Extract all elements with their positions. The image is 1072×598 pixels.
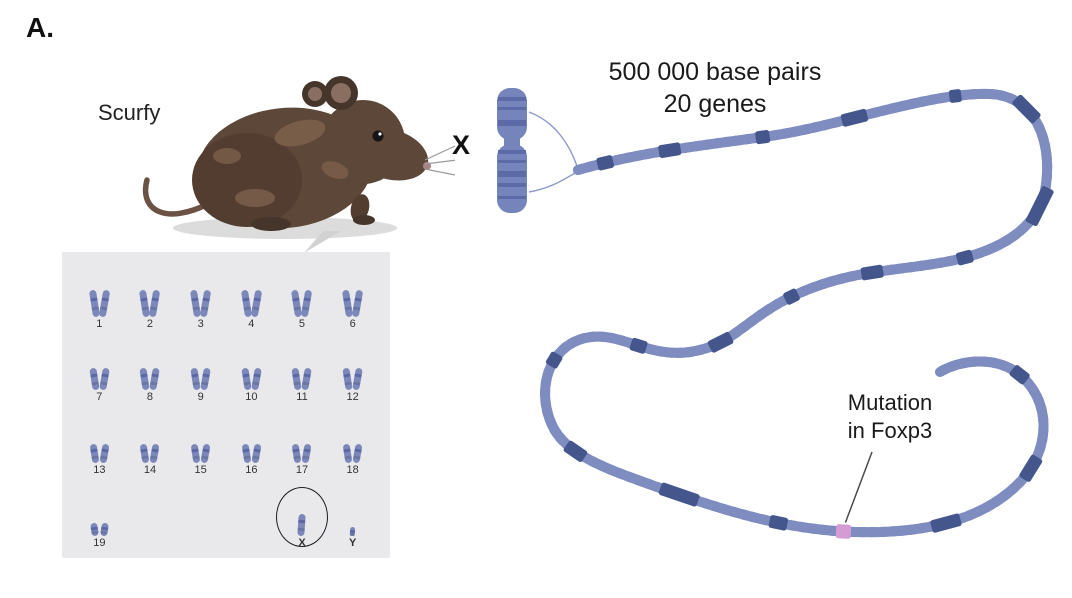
gene-box xyxy=(1025,186,1054,227)
gene-box xyxy=(563,440,588,462)
mouse-front-paw xyxy=(353,215,375,225)
karyotype-pair-12: 12 xyxy=(327,333,378,406)
gene-box xyxy=(707,331,734,353)
base-pairs-text: 500 000 base pairs xyxy=(608,58,822,86)
gene-box xyxy=(860,264,884,281)
chromosome-number: 12 xyxy=(346,391,359,403)
gene-box xyxy=(930,513,962,533)
karyotype-pair-19: 19 xyxy=(74,479,125,552)
gene-box xyxy=(1009,365,1030,385)
mouse-ear-back-inner xyxy=(308,87,322,101)
chromosome-number: 3 xyxy=(197,318,204,330)
gene-box xyxy=(658,482,700,507)
chromosome-number: 18 xyxy=(346,464,359,476)
chromosome-number: Y xyxy=(348,537,357,549)
mouse-rump xyxy=(192,133,302,227)
gene-box xyxy=(596,155,615,171)
karyotype-pair-3: 3 xyxy=(175,260,226,333)
karyotype-chromosome-x: X xyxy=(275,479,328,552)
gene-box xyxy=(629,337,648,354)
gene-box xyxy=(658,142,682,158)
fur-patch xyxy=(235,189,275,207)
mouse-tail xyxy=(142,177,213,217)
karyotype-pair-2: 2 xyxy=(125,260,176,333)
chromosome-number: 17 xyxy=(295,464,309,476)
gene-box xyxy=(955,249,974,266)
chromosome-number: 1 xyxy=(96,318,103,330)
karyotype-pair-8: 8 xyxy=(125,333,176,406)
mutation-annotation: Mutation in Foxp3 xyxy=(805,389,975,444)
zoom-line-bottom xyxy=(528,171,578,193)
mutation-text-line1: Mutation xyxy=(847,390,933,415)
helix-inner-strand xyxy=(545,94,1047,532)
chromosome-bands xyxy=(498,97,526,199)
chromosome-number: 4 xyxy=(248,318,255,330)
chromosome-number: 13 xyxy=(93,464,106,476)
karyotype-pair-16: 16 xyxy=(226,406,277,479)
chromosome-number: 19 xyxy=(93,537,106,549)
helix-twist-pinches xyxy=(545,94,1047,532)
chromosome-number: 7 xyxy=(96,391,103,403)
karyotype-pair-6: 6 xyxy=(327,260,378,333)
mouse-eye-glint xyxy=(378,132,382,136)
karyotype-pair-9: 9 xyxy=(175,333,226,406)
karyotype-pair-1: 1 xyxy=(74,260,125,333)
mouse-front-leg xyxy=(350,194,370,222)
chromosome-number: 2 xyxy=(146,318,154,330)
gene-box xyxy=(545,351,563,369)
fur-patch xyxy=(321,161,349,179)
karyotype-pair-10: 10 xyxy=(226,333,277,406)
karyotype-pair-18: 18 xyxy=(327,406,378,479)
mouse-whiskers xyxy=(424,145,455,176)
dna-helix xyxy=(540,88,1053,538)
karyotype-chromosome-y: Y xyxy=(327,479,378,552)
mutation-box xyxy=(835,524,852,539)
mutation-pointer-line xyxy=(844,451,873,523)
gene-box xyxy=(783,288,800,305)
mouse-ear-inner xyxy=(331,83,351,103)
x-chromosome-icon xyxy=(497,88,527,213)
fur-patch xyxy=(274,119,326,147)
chromosome-number: 8 xyxy=(146,391,154,403)
chromosome-number: 15 xyxy=(194,464,207,476)
gene-box xyxy=(768,515,789,531)
chromosome-number: 10 xyxy=(245,391,258,403)
mouse-hind-foot xyxy=(251,217,291,231)
chromosome-number: 14 xyxy=(143,464,157,476)
chromosome-number: X xyxy=(298,537,306,549)
gene-box xyxy=(755,129,771,145)
mouse-eye xyxy=(372,130,384,142)
mouse-illustration xyxy=(142,76,455,239)
fur-patch xyxy=(213,148,241,164)
karyotype-pair-14: 14 xyxy=(125,406,176,479)
mutation-text-line2: in Foxp3 xyxy=(847,417,933,443)
karyotype-pair-15: 15 xyxy=(175,406,226,479)
gene-box xyxy=(1012,94,1041,124)
zoom-line-top xyxy=(528,111,578,167)
gene-region-annotation: 500 000 base pairs 20 genes xyxy=(563,56,867,120)
karyotype-pair-17: 17 xyxy=(277,406,328,479)
chromosome-number: 5 xyxy=(298,318,306,330)
karyotype-pair-4: 4 xyxy=(226,260,277,333)
karyotype-pair-13: 13 xyxy=(74,406,125,479)
karyotype-pair-5: 5 xyxy=(277,260,328,333)
panel-label: A. xyxy=(26,12,54,43)
gene-box xyxy=(1019,454,1043,482)
karyotype-pair-7: 7 xyxy=(74,333,125,406)
x-chromosome-label: X xyxy=(452,130,471,160)
chromosome-number: 9 xyxy=(197,391,204,403)
gene-boxes-layer xyxy=(545,89,1054,539)
mouse-snout xyxy=(349,127,429,181)
mouse-label: Scurfy xyxy=(98,100,161,125)
gene-box xyxy=(948,89,962,103)
chromosome-number: 11 xyxy=(296,391,308,403)
karyotype-pair-11: 11 xyxy=(277,333,328,406)
gene-count-text: 20 genes xyxy=(663,90,767,118)
karyotype-panel: 1 2 3 4 5 6 7 8 9 10 11 12 13 14 15 16 1… xyxy=(62,252,390,558)
chromosome-number: 6 xyxy=(349,318,356,330)
chromosome-number: 16 xyxy=(245,464,258,476)
